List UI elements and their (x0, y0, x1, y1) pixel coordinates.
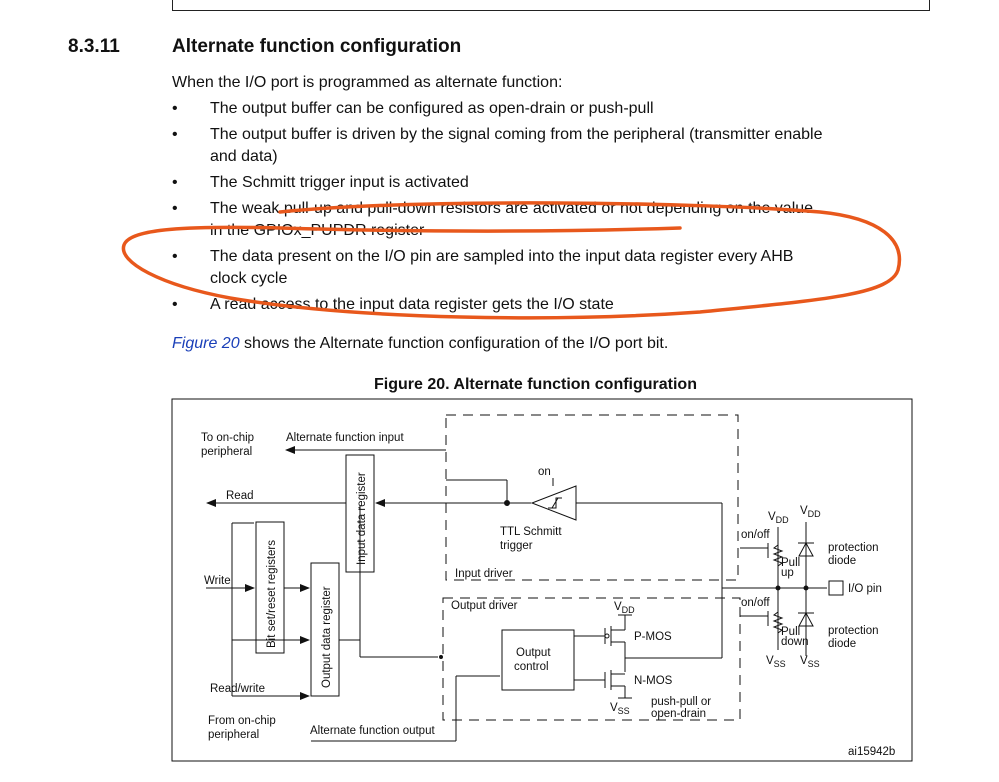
label-pull-down: Pull (781, 626, 800, 638)
section-title: Alternate function configuration (172, 36, 462, 57)
label-down: down (781, 636, 809, 648)
label-read: Read (226, 490, 254, 502)
figure-reference-text: shows the Alternate function configurati… (239, 335, 669, 352)
label-control: control (514, 661, 549, 673)
bullet-text-line: The output buffer can be configured as o… (210, 100, 654, 117)
label-af-input: Alternate function input (286, 432, 404, 444)
label-vdd-pmos: V (614, 601, 622, 613)
bullet-text-line: and data) (210, 148, 278, 165)
label-protection-top: protection (828, 542, 879, 554)
svg-text:VSS: VSS (610, 702, 630, 716)
label-up: up (781, 567, 794, 579)
label-output-data-register: Output data register (321, 586, 333, 688)
bullet-glyph: • (172, 174, 178, 191)
label-ttl-schmitt: TTL Schmitt (500, 526, 562, 538)
previous-figure-box-edge (172, 0, 930, 11)
svg-text:VDD: VDD (614, 601, 635, 615)
label-pull-up: Pull (781, 557, 800, 569)
intro-paragraph: When the I/O port is programmed as alter… (172, 74, 563, 91)
label-write: Write (204, 575, 231, 587)
label-to-onchip: To on-chip (201, 432, 254, 444)
label-push-pull: push-pull or (651, 696, 711, 708)
svg-text:VDD: VDD (768, 511, 789, 525)
label-vdd-pullup: V (768, 511, 776, 523)
label-io-pin: I/O pin (848, 583, 882, 595)
output-control-box (501, 629, 575, 691)
label-output: Output (516, 647, 551, 659)
label-af-output: Alternate function output (310, 725, 435, 737)
label-on: on (538, 466, 551, 478)
figure-reference-paragraph: Figure 20 shows the Alternate function c… (172, 333, 668, 355)
label-vss-pulldown: V (766, 655, 774, 667)
bullet-glyph: • (172, 126, 178, 143)
figure-id: ai15942b (848, 746, 895, 758)
svg-text:VSS: VSS (800, 655, 820, 669)
label-nmos: N-MOS (634, 675, 673, 687)
bullet-item: • The Schmitt trigger input is activated (172, 172, 912, 194)
label-protection-bottom: protection (828, 625, 879, 637)
label-vss-nmos: V (610, 702, 618, 714)
label-diode-bottom: diode (828, 638, 856, 650)
bullet-item: • The output buffer is driven by the sign… (172, 124, 912, 168)
label-from-onchip: From on-chip (208, 715, 276, 727)
bullet-item: • The output buffer can be configured as … (172, 98, 912, 120)
label-onoff-top: on/off (741, 529, 770, 541)
label-from-onchip-peripheral: peripheral (208, 729, 259, 741)
label-trigger: trigger (500, 540, 533, 552)
label-vdd-diode: V (800, 505, 808, 517)
label-diode-top: diode (828, 555, 856, 567)
bullet-glyph: • (172, 100, 178, 117)
input-driver-box (445, 414, 739, 581)
bullet-text-line: The Schmitt trigger input is activated (210, 174, 469, 191)
label-input-data-register: Input data register (356, 472, 368, 565)
bullet-text-line: The output buffer is driven by the signa… (210, 126, 823, 143)
section-number: 8.3.11 (68, 36, 120, 57)
diagram-frame (171, 398, 913, 762)
figure-20-link[interactable]: Figure 20 (172, 335, 240, 352)
svg-text:VDD: VDD (800, 505, 821, 519)
label-to-onchip-peripheral: peripheral (201, 446, 252, 458)
label-onoff-bottom: on/off (741, 597, 770, 609)
figure-title: Figure 20. Alternate function configurat… (374, 376, 697, 393)
output-driver-box (442, 597, 741, 721)
label-open-drain: open-drain (651, 708, 706, 720)
label-vss-diode: V (800, 655, 808, 667)
label-input-driver: Input driver (455, 568, 513, 580)
label-readwrite: Read/write (210, 683, 265, 695)
label-output-driver: Output driver (451, 600, 518, 612)
label-pmos: P-MOS (634, 631, 672, 643)
svg-text:VSS: VSS (766, 655, 786, 669)
output-data-register-box (310, 562, 340, 697)
label-bit-set-reset: Bit set/reset registers (266, 540, 278, 648)
